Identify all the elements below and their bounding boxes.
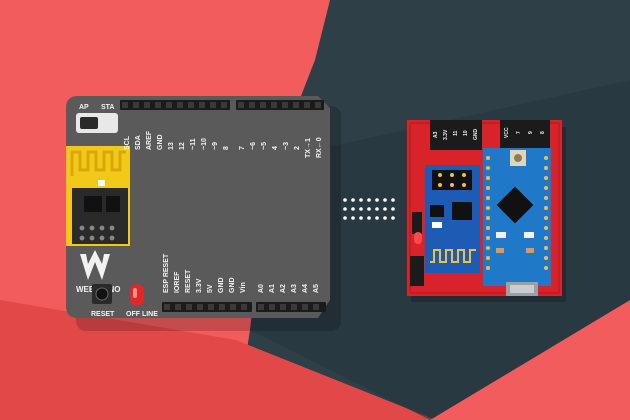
wifi-flash — [106, 196, 120, 212]
adapter-pin-labels-right: VCC 7 9 8 — [504, 127, 546, 138]
pin-label: ~11 — [190, 138, 197, 150]
adapter-pin-labels-left: A3 3.3V 11 10 GND — [433, 129, 479, 141]
webduino-board: AP STA WEBDUINO RESET — [66, 96, 341, 331]
header-strip — [236, 100, 324, 110]
pro-mini-reset-cap — [514, 154, 522, 162]
pin-label: 7 — [239, 146, 246, 150]
offline-led: OFF LINE — [126, 284, 158, 318]
esp01-led — [432, 222, 442, 228]
bottom-pin-labels-analog: A0 A1 A2 A3 A4 A5 — [258, 284, 320, 293]
adapter-jack — [410, 256, 424, 286]
adapter-board: A3 3.3V 11 10 GND VCC 7 9 8 — [407, 120, 566, 302]
pin-label: A3 — [433, 131, 439, 138]
pin-label: GND — [229, 277, 236, 293]
pin-label: 11 — [453, 130, 459, 136]
pin-label: ESP RESET — [163, 253, 170, 293]
pin-label: 8 — [540, 131, 546, 134]
switch-knob — [80, 117, 98, 129]
pin-label: 3.3V — [443, 129, 449, 140]
top-header-left — [120, 100, 230, 110]
adapter-button — [412, 212, 422, 234]
dotted-connection-icon — [343, 198, 395, 220]
pin-label: Vin — [240, 282, 247, 293]
wifi-module-pins — [79, 225, 115, 241]
pro-mini-pins-left — [486, 156, 490, 270]
reset-button-cap — [95, 287, 109, 301]
pin-label: 7 — [516, 131, 522, 134]
wifi-chip — [84, 196, 102, 212]
pin-label: A5 — [313, 284, 320, 293]
pro-mini-smd — [496, 232, 506, 238]
esp01-pins — [438, 173, 466, 187]
pin-label: 13 — [168, 142, 175, 150]
pin-label: 9 — [528, 131, 534, 134]
top-header-right — [236, 100, 324, 110]
switch-ap-label: AP — [79, 104, 89, 111]
reset-button[interactable]: RESET — [91, 284, 115, 318]
adapter-header-left — [430, 120, 482, 150]
background-red-bottom-shadow — [0, 300, 436, 420]
bottom-pin-labels-power: ESP RESET IOREF RESET 3.3V 5V GND GND Vi… — [163, 253, 247, 293]
pin-label: 2 — [294, 146, 301, 150]
pin-label: ~9 — [212, 142, 219, 150]
pin-label: TX→1 — [305, 138, 312, 158]
pin-label: ~3 — [283, 142, 290, 150]
bottom-header-power — [162, 302, 252, 312]
pin-label: VCC — [504, 127, 510, 138]
bottom-header-analog — [256, 302, 326, 312]
pin-label: ~6 — [250, 142, 257, 150]
pin-label: ~10 — [201, 138, 208, 150]
webduino-logo-mark — [80, 250, 110, 280]
wifi-module-led — [98, 180, 105, 186]
offline-led-shine — [133, 288, 137, 298]
pin-label: 8 — [223, 146, 230, 150]
header-strip — [162, 302, 252, 312]
pro-mini-smd — [524, 232, 534, 238]
mode-switch[interactable]: AP STA — [76, 104, 118, 133]
pro-mini-pins-right — [544, 156, 548, 270]
adapter-outline — [409, 122, 560, 294]
pin-label: A1 — [269, 284, 276, 293]
top-pin-labels-left: SCL SDA AREF GND 13 12 ~11 ~10 ~9 8 — [124, 130, 230, 150]
esp01-module — [425, 165, 480, 273]
pin-label: AREF — [146, 130, 153, 150]
pin-label: A3 — [291, 284, 298, 293]
pro-mini-board — [483, 148, 551, 286]
pin-label: ~5 — [261, 142, 268, 150]
pro-mini-smd — [526, 248, 534, 253]
pin-label: GND — [218, 277, 225, 293]
pin-label: 5V — [207, 284, 214, 293]
reset-label: RESET — [91, 311, 115, 318]
pin-label: SDA — [135, 135, 142, 150]
pin-label: IOREF — [174, 271, 181, 293]
switch-sta-label: STA — [101, 104, 114, 111]
pin-label: A4 — [302, 284, 309, 293]
board-body — [66, 96, 330, 318]
pin-label: GND — [157, 134, 164, 150]
pin-label: A0 — [258, 284, 265, 293]
pin-label: 3.3V — [196, 278, 203, 293]
adapter-bottom-connector-inner — [510, 285, 534, 293]
top-pin-labels-right: 7 ~6 ~5 4 ~3 2 TX→1 RX←0 — [239, 137, 323, 158]
pro-mini-smd — [496, 248, 504, 253]
pin-label: 12 — [179, 142, 186, 150]
pin-label: A2 — [280, 284, 287, 293]
wifi-module — [66, 146, 130, 246]
adapter-header-right — [500, 120, 550, 148]
wifi-antenna-icon — [70, 150, 126, 176]
offline-label: OFF LINE — [126, 311, 158, 318]
esp01-flash — [430, 205, 444, 217]
adapter-led — [414, 232, 422, 244]
pin-label: RESET — [185, 269, 192, 293]
pin-label: GND — [473, 129, 479, 141]
pin-label: SCL — [124, 135, 131, 150]
pro-mini-mcu — [496, 186, 534, 224]
pin-label: RX←0 — [316, 137, 323, 158]
pin-label: 4 — [272, 146, 279, 150]
esp01-antenna-icon — [430, 249, 476, 263]
esp01-chip — [452, 202, 472, 220]
pin-label: 10 — [463, 130, 469, 136]
